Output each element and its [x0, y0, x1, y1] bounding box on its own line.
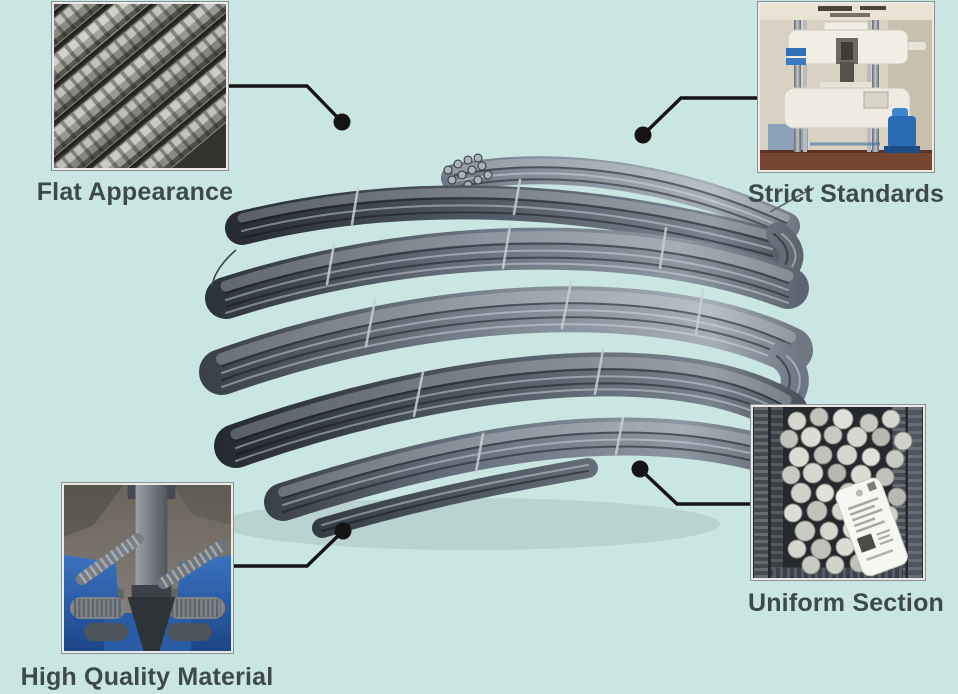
feature-photo-flat-appearance [51, 1, 229, 171]
feature-photo-strict-standards [757, 1, 935, 173]
product-tag [835, 477, 908, 577]
callout-dot [634, 126, 652, 144]
ribbed-rebar-image [54, 4, 226, 168]
feature-photo-uniform-section [750, 404, 926, 581]
connector-high-quality-material [233, 522, 352, 568]
feature-label-uniform-section: Uniform Section [747, 589, 945, 617]
stray-wire [211, 249, 237, 287]
connector-flat-appearance [228, 84, 351, 131]
connector-uniform-section [631, 460, 755, 506]
wire-rod-pile [211, 153, 815, 531]
feature-label-flat-appearance: Flat Appearance [36, 178, 234, 206]
testing-machine-image [760, 4, 932, 170]
stray-wire [769, 187, 815, 213]
cross-section-image [753, 407, 923, 578]
callout-dot [333, 113, 351, 131]
callout-dot [334, 522, 352, 540]
callout-connectors [228, 84, 758, 568]
bundle-ties [325, 178, 705, 474]
feature-photo-high-quality-material [61, 482, 234, 654]
callout-dot [631, 460, 649, 478]
connector-strict-standards [634, 96, 758, 144]
bend-tester-image [64, 485, 231, 651]
feature-label-high-quality-material: High Quality Material [20, 663, 274, 691]
feature-label-strict-standards: Strict Standards [747, 180, 945, 208]
